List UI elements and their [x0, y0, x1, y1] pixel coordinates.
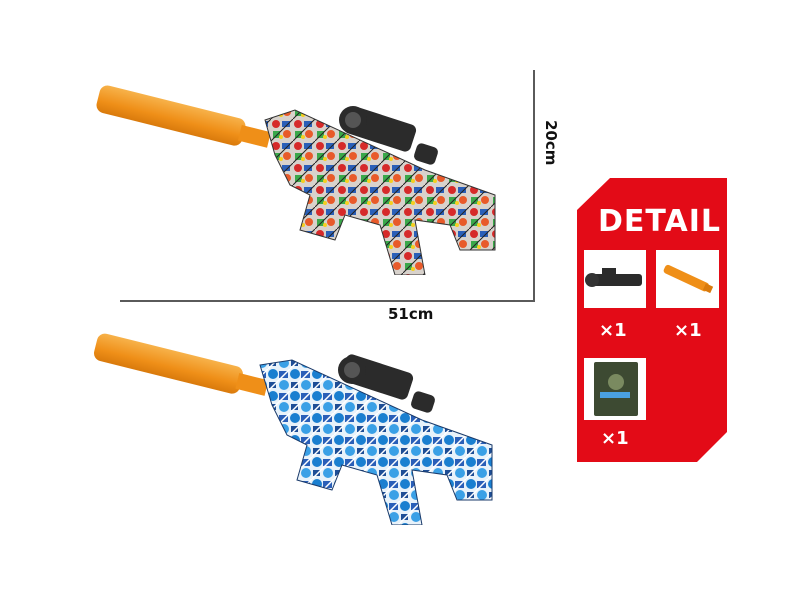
scope-thumbnail — [584, 250, 646, 308]
gel-ball-pack-icon — [594, 362, 638, 416]
detail-panel: ×1 ×1 ×1 — [577, 178, 727, 462]
width-dimension-label: 51cm — [388, 305, 434, 323]
suppressor-icon — [663, 264, 714, 294]
gel-pack-quantity: ×1 — [601, 428, 629, 449]
height-dimension-label: 20cm — [542, 120, 560, 166]
suppressor-quantity: ×1 — [674, 320, 702, 341]
blue-graffiti-gun-image — [94, 333, 493, 525]
scope-quantity: ×1 — [599, 320, 627, 341]
gel-pack-thumbnail — [584, 358, 646, 420]
height-dimension-line — [533, 70, 535, 301]
red-graffiti-gun-image — [96, 85, 496, 275]
scope-icon — [585, 268, 642, 287]
width-dimension-line — [120, 300, 535, 302]
suppressor-thumbnail — [656, 250, 719, 308]
detail-title: DETAIL — [598, 204, 722, 239]
